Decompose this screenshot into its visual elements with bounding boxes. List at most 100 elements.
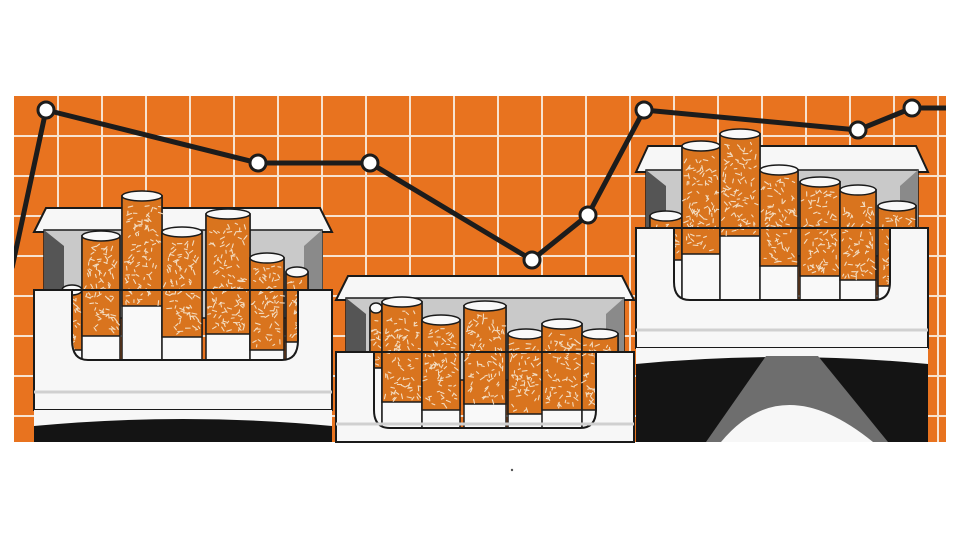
fleck — [147, 290, 150, 297]
fleck — [398, 318, 403, 321]
fleck — [476, 314, 483, 317]
fleck — [252, 340, 257, 343]
fleck — [714, 191, 717, 195]
fleck — [411, 376, 415, 381]
fleck — [568, 391, 571, 396]
fleck — [453, 352, 457, 357]
fleck — [729, 151, 734, 157]
fleck — [144, 241, 149, 244]
fleck — [170, 278, 173, 283]
fleck — [585, 391, 588, 398]
fleck — [568, 379, 573, 383]
fleck — [785, 223, 790, 226]
fleck — [737, 214, 740, 218]
fleck — [99, 286, 105, 290]
fleck — [894, 215, 898, 220]
fleck — [275, 300, 279, 304]
fleck — [220, 283, 224, 288]
fleck — [710, 177, 713, 181]
fleck — [227, 274, 232, 277]
fleck — [547, 344, 551, 350]
fleck — [565, 361, 569, 367]
fleck — [817, 199, 820, 204]
fleck — [258, 291, 264, 295]
fleck — [738, 224, 743, 227]
fleck — [169, 300, 175, 303]
fleck — [754, 153, 757, 160]
fleck — [195, 256, 199, 262]
fleck — [765, 209, 768, 216]
fleck — [415, 334, 419, 339]
fleck — [745, 161, 748, 165]
fleck — [409, 389, 413, 392]
fleck — [92, 263, 98, 267]
fleck — [702, 172, 705, 178]
cigarette-tip — [877, 200, 917, 212]
fleck — [884, 242, 888, 246]
fleck — [844, 261, 847, 266]
fleck — [414, 321, 418, 325]
fleck — [775, 183, 777, 187]
fleck — [280, 294, 285, 297]
fleck — [441, 359, 444, 362]
fleck — [237, 294, 240, 299]
fleck — [227, 282, 233, 285]
fleck — [791, 252, 795, 258]
fleck — [517, 368, 521, 371]
fleck — [570, 385, 575, 388]
fleck — [691, 202, 694, 206]
fleck — [564, 399, 567, 404]
fleck — [157, 211, 164, 215]
fleck — [773, 249, 777, 253]
fleck — [832, 268, 836, 272]
fleck — [683, 220, 689, 224]
cigarette-tip — [681, 140, 721, 152]
fleck — [158, 240, 162, 243]
fleck — [781, 247, 786, 251]
fleck — [835, 263, 840, 269]
fleck — [779, 218, 783, 223]
pack-lid — [334, 275, 636, 301]
cigarette — [421, 314, 461, 437]
fleck — [218, 284, 223, 289]
fleck — [895, 218, 900, 222]
fleck — [153, 229, 157, 233]
fleck — [162, 282, 167, 288]
fleck — [191, 315, 195, 320]
fleck — [735, 202, 739, 208]
fleck — [237, 280, 241, 283]
fleck — [85, 292, 88, 298]
fleck — [723, 177, 726, 183]
pack-body-curve — [34, 410, 332, 426]
fleck — [854, 250, 858, 254]
fleck — [509, 388, 515, 391]
fleck — [127, 275, 130, 280]
filter-texture — [682, 155, 720, 252]
fleck — [172, 259, 179, 263]
fleck — [842, 273, 845, 277]
fleck — [693, 177, 697, 180]
fleck — [752, 190, 756, 193]
fleck — [137, 261, 141, 264]
fleck — [497, 383, 500, 387]
fleck — [886, 235, 890, 241]
trend-marker — [634, 100, 654, 120]
fleck — [110, 316, 114, 322]
fleck — [723, 159, 729, 164]
fleck — [784, 216, 787, 221]
trend-marker — [248, 153, 268, 173]
fleck — [464, 357, 469, 362]
fleck — [686, 196, 690, 200]
fleck — [705, 194, 710, 200]
fleck — [793, 214, 798, 217]
fleck — [147, 283, 152, 286]
fleck — [438, 379, 442, 385]
fleck — [222, 230, 226, 234]
fleck — [90, 283, 94, 288]
fleck — [432, 351, 435, 357]
fleck — [552, 356, 557, 359]
fleck — [450, 334, 454, 338]
fleck — [135, 231, 140, 234]
fleck — [132, 225, 138, 229]
fleck — [484, 385, 489, 390]
